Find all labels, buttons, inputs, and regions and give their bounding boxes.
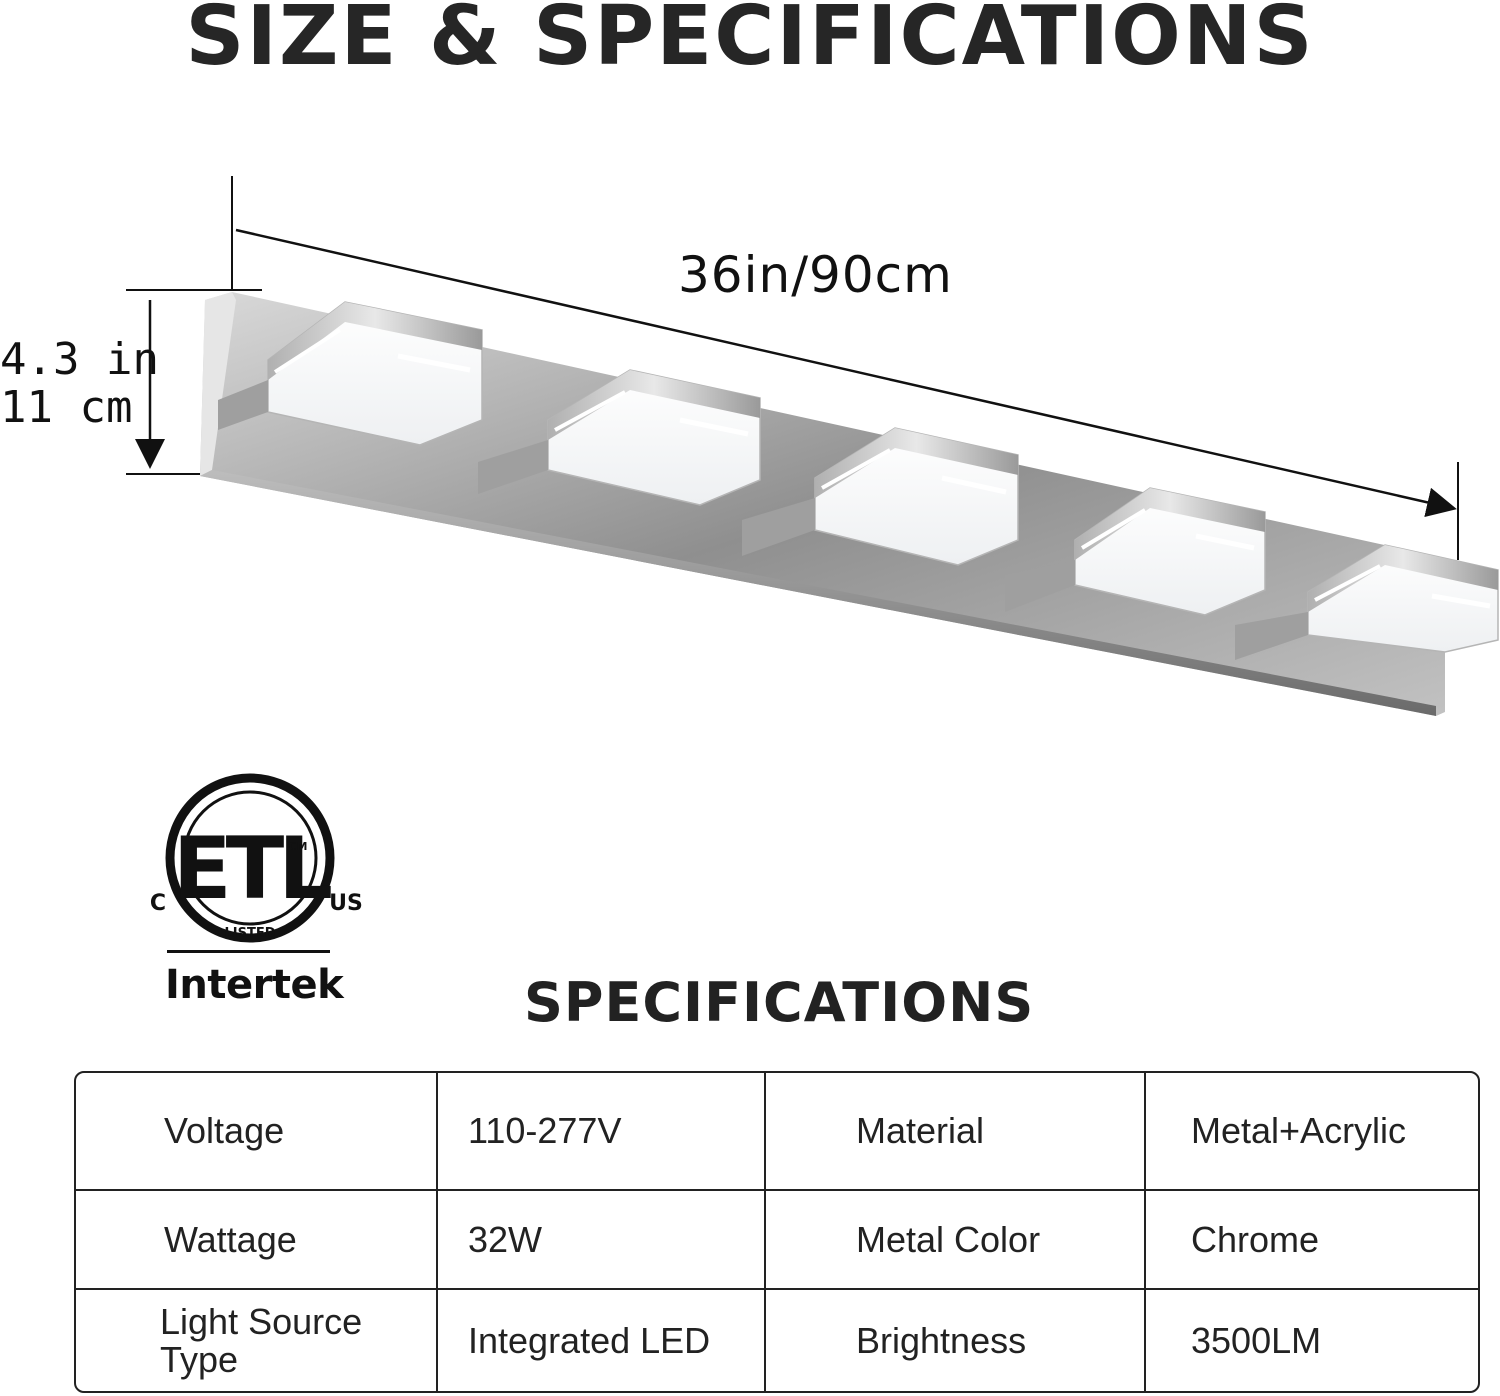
svg-text:US: US (329, 891, 363, 916)
svg-text:ETL: ETL (173, 819, 331, 919)
spec-value: 110-277V (437, 1073, 766, 1191)
svg-text:CM: CM (288, 840, 307, 853)
table-row: Voltage 110-277V Material Metal+Acrylic (76, 1073, 1478, 1191)
spec-label: Material (765, 1073, 1146, 1191)
spec-value: 3500LM (1191, 1319, 1322, 1361)
specifications-table: Voltage 110-277V Material Metal+Acrylic … (74, 1071, 1480, 1393)
table-row: Light Source Type Integrated LED Brightn… (76, 1289, 1478, 1391)
etl-listed-logo: ETL CM C US LISTED (150, 773, 363, 943)
width-dimension-label: 36in/90cm (678, 246, 953, 304)
table-row: Wattage 32W Metal Color Chrome (76, 1190, 1478, 1290)
page-title: SIZE & SPECIFICATIONS (185, 0, 1315, 84)
svg-text:C: C (150, 891, 166, 916)
light-cube-5 (1235, 544, 1499, 660)
light-cube-3 (742, 427, 1019, 566)
spec-label: Brightness (765, 1289, 1146, 1391)
spec-label: Light Source Type (76, 1289, 438, 1391)
spec-value: Integrated LED (437, 1289, 766, 1391)
spec-label: Metal Color (765, 1190, 1146, 1290)
light-cube-4 (1005, 487, 1266, 616)
spec-value: 32W (437, 1190, 766, 1290)
logo-divider (167, 950, 330, 953)
spec-label: Voltage (76, 1073, 438, 1191)
intertek-wordmark: Intertek (165, 962, 344, 1008)
spec-value: Chrome (1145, 1190, 1478, 1290)
spec-value: Metal+Acrylic (1145, 1073, 1478, 1191)
height-dimension-label: 4.3 in 11 cm (0, 336, 159, 432)
vanity-light-illustration (126, 176, 1499, 716)
height-centimeters: 11 cm (0, 382, 133, 433)
specifications-heading: SPECIFICATIONS (524, 971, 1035, 1034)
light-cube-1 (218, 301, 483, 446)
height-inches: 4.3 in (0, 334, 159, 385)
light-cube-2 (478, 369, 761, 506)
svg-text:LISTED: LISTED (224, 926, 275, 941)
spec-label: Wattage (76, 1190, 438, 1290)
